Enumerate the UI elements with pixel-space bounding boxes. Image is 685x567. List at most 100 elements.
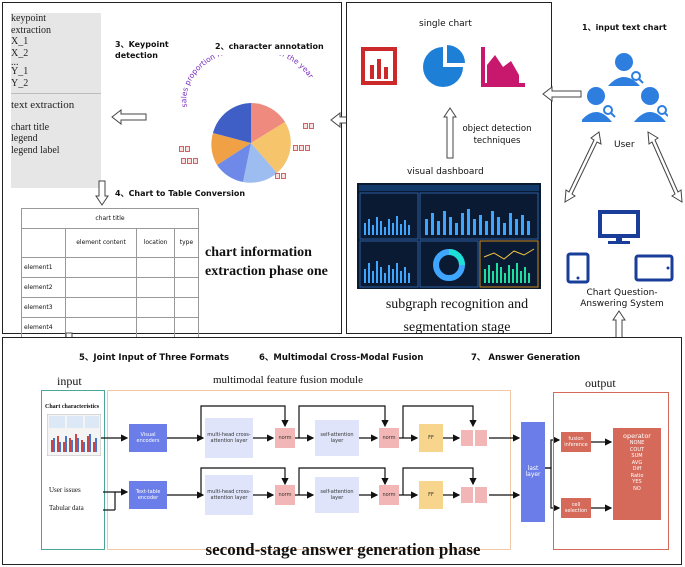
norm-box: norm	[275, 485, 295, 505]
arrow-up-icon	[443, 107, 457, 159]
double-arrow-icon	[647, 131, 683, 203]
operator-item: COUT	[629, 446, 645, 453]
output-token-box	[475, 487, 487, 503]
qa-system-label: Chart Question-Answering System	[580, 288, 664, 309]
list-item-text-extraction: text extraction	[11, 99, 75, 111]
line-chart-icon	[481, 47, 525, 87]
list-item: chart title	[11, 121, 50, 133]
norm-box: norm	[379, 428, 399, 448]
object-detection-label: object detection techniques	[462, 124, 532, 146]
operator-item: NO	[633, 485, 641, 492]
double-arrow-icon	[564, 131, 602, 203]
arrow-down-icon	[95, 180, 109, 206]
operator-title: operator	[623, 432, 651, 440]
text-table-encoder-box: Text-table encoder	[129, 481, 167, 509]
list-divider	[11, 93, 101, 94]
tabular-data-label: Tabular data	[49, 504, 84, 512]
operator-item: Diff	[632, 466, 642, 472]
module-label: multimodal feature fusion module	[213, 374, 363, 386]
ff-box: FF	[419, 424, 443, 452]
output-label: output	[585, 376, 616, 390]
annotation-box	[309, 123, 314, 129]
annotation-box	[181, 158, 186, 164]
norm-box: norm	[275, 428, 295, 448]
user-label: User	[614, 140, 635, 150]
annotation-box	[193, 158, 198, 164]
pie-slice	[251, 103, 285, 143]
user-group-icon	[582, 53, 668, 122]
list-item: keypoint	[11, 13, 46, 24]
table-row: element4	[21, 316, 200, 339]
annotation-box	[179, 146, 184, 152]
output-token-box	[461, 430, 473, 446]
output-token-box	[461, 487, 473, 503]
ff-box: FF	[419, 481, 443, 509]
visual-encoder-box: Visual encoders	[129, 424, 167, 452]
list-item: ...	[11, 57, 19, 68]
step1-label: 1、input text chart	[582, 23, 667, 32]
phase-one-title: chart information extraction phase one	[205, 245, 328, 279]
segmentation-panel: single chart object detection techniques…	[346, 2, 552, 335]
phase-one-panel: keypoint extraction X_1 X_2 ... Y_1 Y_2 …	[2, 2, 342, 339]
self-attention-box: self-attention layer	[315, 477, 359, 513]
annotation-box	[281, 173, 286, 179]
fusion-module-box	[107, 390, 511, 550]
chart-characteristics-label: Chart characteristics	[45, 404, 100, 410]
step6-label: 6、Multimodal Cross-Modal Fusion	[259, 353, 424, 363]
self-attention-box: self-attention layer	[315, 420, 359, 456]
chart-thumbnails	[47, 414, 101, 456]
step7-label: 7、 Answer Generation	[471, 353, 581, 363]
user-issues-label: User issues	[49, 486, 81, 494]
table-row: element2	[21, 276, 200, 298]
pie-arc-label: sales proportion for the first half of t…	[179, 55, 316, 108]
pie-chart-icon	[423, 45, 465, 87]
phase-two-title: second-stage answer generation phase	[205, 540, 481, 559]
table-row: element1	[21, 256, 200, 278]
step5-label: 5、Joint Input of Three Formats	[79, 353, 230, 363]
list-item: Y_1	[11, 66, 29, 77]
operator-item: NONE	[629, 440, 645, 446]
annotation-box	[303, 123, 308, 129]
table-row: element3	[21, 296, 200, 318]
segmentation-stage-title: subgraph recognition and segmentation st…	[385, 297, 529, 335]
monitor-icon	[598, 210, 640, 244]
phase-two-panel: 5、Joint Input of Three Formats 6、Multimo…	[2, 337, 682, 565]
output-token-box	[475, 430, 487, 446]
operator-item: YES	[632, 479, 642, 485]
pie-slice	[213, 103, 251, 143]
list-item: X_1	[11, 36, 29, 47]
table-header: location	[136, 228, 175, 258]
table-title: chart title	[21, 207, 199, 230]
last-layer-box: last layer	[521, 422, 545, 522]
annotation-box	[293, 145, 298, 151]
list-item: Y_2	[11, 77, 29, 89]
annotation-box	[299, 145, 304, 151]
fusion-inference-box: fusion inference	[561, 432, 591, 452]
table-header	[21, 228, 66, 258]
input-box	[41, 390, 105, 550]
pie-slice	[243, 143, 277, 183]
visual-dashboard-label: visual dashboard	[407, 167, 484, 177]
single-chart-label: single chart	[419, 19, 472, 29]
tablet-landscape-icon	[634, 254, 674, 282]
annotation-box	[185, 146, 190, 152]
pie-slice	[251, 122, 291, 173]
extraction-table: chart title element content location typ…	[21, 207, 200, 339]
pie-slice	[217, 143, 251, 182]
output-box	[553, 392, 669, 550]
bar-chart-icon	[361, 47, 397, 85]
table-header: type	[173, 228, 200, 258]
pie-slices	[211, 103, 291, 183]
flow-connectors	[101, 405, 613, 512]
cell-selection-box: cell selection	[561, 498, 591, 518]
norm-box: norm	[379, 485, 399, 505]
pie-chart: sales proportion for the first half of t…	[179, 55, 316, 183]
arrow-left-icon	[111, 109, 147, 125]
cross-attention-box: multi-head cross-attention layer	[205, 475, 253, 515]
annotation-box	[275, 173, 280, 179]
list-item: extraction	[11, 24, 51, 36]
step2-label: 2、character annotation	[215, 42, 324, 51]
operator-box: operator NONE COUT SUM AVG Diff Ratio YE…	[613, 428, 661, 520]
dashboard-image	[357, 183, 541, 289]
operator-item: AVG	[631, 459, 643, 466]
